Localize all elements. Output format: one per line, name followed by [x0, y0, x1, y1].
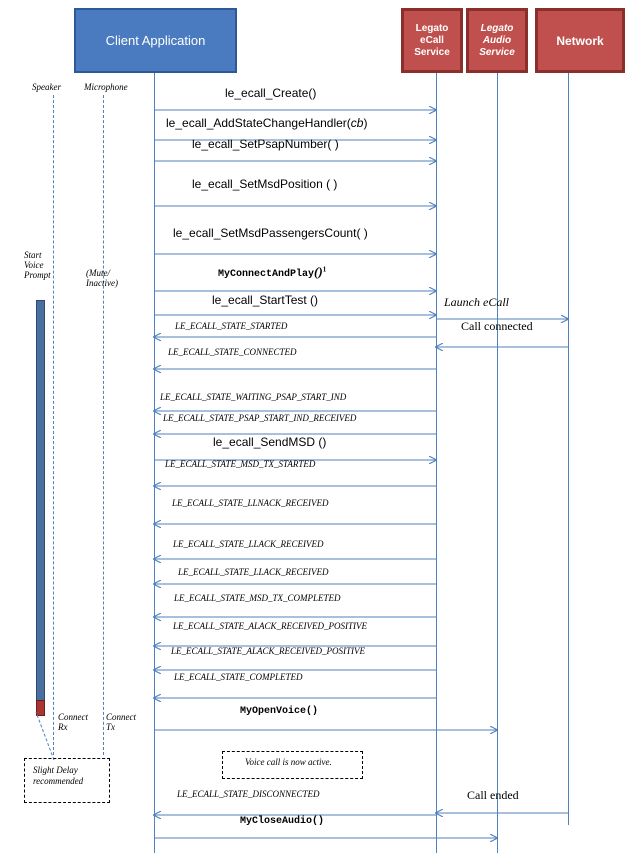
network-lifeline	[568, 73, 569, 825]
legato-audio-line2: Audio	[482, 34, 512, 46]
start-voice-prompt-note: Start Voice Prompt	[24, 250, 51, 280]
state-event-label: LE_ECALL_STATE_COMPLETED	[174, 672, 303, 682]
mute-inactive-line1: (Mute/	[86, 268, 110, 278]
speaker-lifeline	[53, 95, 54, 755]
state-event-label: LE_ECALL_STATE_LLACK_RECEIVED	[173, 539, 324, 549]
audio-lifeline	[497, 73, 498, 853]
api-call-label: MyOpenVoice()	[240, 706, 319, 717]
microphone-lifeline	[103, 95, 104, 755]
api-call-label: le_ecall_SetMsdPassengersCount( )	[173, 226, 368, 240]
start-voice-prompt-line2: Voice	[24, 260, 44, 270]
connect-tx-note: Connect Tx	[106, 712, 136, 732]
legato-audio-line1: Legato	[480, 22, 514, 34]
network-actor: Network	[535, 8, 625, 73]
api-call-label: le_ecall_SetPsapNumber( )	[192, 137, 339, 151]
slight-delay-note: Slight Delay recommended	[24, 758, 110, 803]
api-call-label: le_ecall_Create()	[225, 86, 317, 100]
slight-delay-line2: recommended	[33, 776, 84, 786]
legato-audio-service-actor: Legato Audio Service	[466, 8, 528, 73]
slight-delay-line1: Slight Delay	[33, 765, 78, 775]
api-call-label: le_ecall_StartTest ()	[212, 293, 319, 307]
state-event-label: LE_ECALL_STATE_WAITING_PSAP_START_IND	[160, 392, 347, 402]
legato-ecall-line2: eCall	[420, 34, 444, 46]
legato-ecall-service-actor: Legato eCall Service	[401, 8, 463, 73]
state-event-label: LE_ECALL_STATE_STARTED	[175, 321, 288, 331]
voice-active-text: Voice call is now active.	[245, 757, 332, 767]
start-voice-prompt-line3: Prompt	[24, 270, 51, 280]
network-label: Network	[556, 33, 604, 48]
launch-ecall-label: Launch eCall	[444, 295, 509, 309]
client-lifeline	[154, 73, 155, 853]
connect-rx-note: Connect Rx	[58, 712, 88, 732]
state-event-label: LE_ECALL_STATE_PSAP_START_IND_RECEIVED	[163, 413, 357, 423]
speaker-label: Speaker	[32, 82, 61, 92]
state-event-label: LE_ECALL_STATE_MSD_TX_STARTED	[165, 459, 316, 469]
api-call-label: le_ecall_SendMSD ()	[213, 435, 327, 449]
start-voice-prompt-line1: Start	[24, 250, 42, 260]
legato-ecall-line1: Legato	[415, 22, 449, 34]
state-event-label: LE_ECALL_STATE_ALACK_RECEIVED_POSITIVE	[171, 646, 366, 656]
state-event-label: LE_ECALL_STATE_DISCONNECTED	[177, 789, 320, 799]
state-event-label: LE_ECALL_STATE_LLNACK_RECEIVED	[172, 498, 329, 508]
legato-audio-line3: Service	[479, 46, 515, 58]
client-application-label: Client Application	[105, 33, 206, 48]
mute-inactive-note: (Mute/ Inactive)	[86, 268, 118, 288]
microphone-label: Microphone	[84, 82, 128, 92]
api-call-label: MyCloseAudio()	[240, 816, 325, 827]
connect-rx-line2: Rx	[58, 722, 68, 732]
call-ended-label: Call ended	[467, 788, 519, 802]
state-event-label: LE_ECALL_STATE_ALACK_RECEIVED_POSITIVE	[173, 621, 368, 631]
state-event-label: LE_ECALL_STATE_LLACK_RECEIVED	[178, 567, 329, 577]
connect-rx-line1: Connect	[58, 712, 88, 722]
legato-ecall-line3: Service	[414, 46, 450, 58]
state-event-label: LE_ECALL_STATE_MSD_TX_COMPLETED	[174, 593, 341, 603]
api-call-label: le_ecall_AddStateChangeHandler(cb)	[166, 116, 368, 130]
voice-active-note: Voice call is now active.	[222, 751, 363, 779]
delay-pointer-line	[35, 711, 55, 761]
api-call-label: MyConnectAndPlay()1	[218, 264, 327, 280]
state-event-label: LE_ECALL_STATE_CONNECTED	[168, 347, 297, 357]
voice-prompt-end-marker	[36, 700, 45, 716]
connect-tx-line2: Tx	[106, 722, 115, 732]
api-call-label: le_ecall_SetMsdPosition ( )	[192, 177, 338, 191]
call-connected-label: Call connected	[461, 319, 533, 333]
mute-inactive-line2: Inactive)	[86, 278, 118, 288]
connect-tx-line1: Connect	[106, 712, 136, 722]
client-application-actor: Client Application	[74, 8, 237, 73]
